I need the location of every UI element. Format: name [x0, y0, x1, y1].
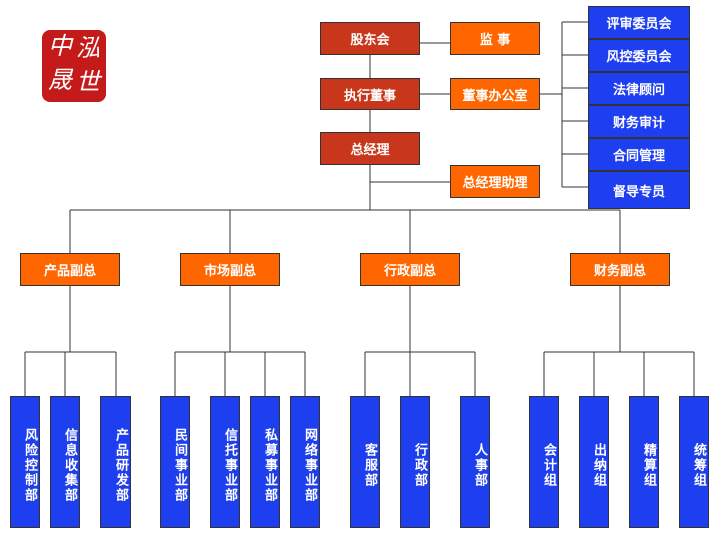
dept-info-collection: 信息收集部 — [50, 396, 80, 528]
dept-product-rnd: 产品研发部 — [100, 396, 131, 528]
node-legal-counsel: 法律顾问 — [588, 72, 690, 105]
dept-private-lending: 民间事业部 — [160, 396, 190, 528]
dept-network: 网络事业部 — [290, 396, 320, 528]
seal-char-2: 泓 — [76, 34, 100, 62]
dept-coordination: 统筹组 — [679, 396, 709, 528]
dept-actuarial: 精算组 — [629, 396, 659, 528]
dept-private-equity: 私募事业部 — [250, 396, 280, 528]
dept-accounting: 会计组 — [529, 396, 559, 528]
node-financial-audit: 财务审计 — [588, 105, 690, 138]
node-general-manager: 总经理 — [320, 132, 420, 165]
node-supervisor: 监 事 — [450, 22, 540, 55]
node-contract-management: 合同管理 — [588, 138, 690, 171]
dept-risk-control: 风险控制部 — [10, 396, 40, 528]
seal-char-3: 晟 — [48, 66, 72, 94]
node-supervision-commissioner: 督导专员 — [588, 171, 690, 209]
node-review-committee: 评审委员会 — [588, 6, 690, 39]
node-gm-assistant: 总经理助理 — [450, 165, 540, 198]
dept-customer-service: 客服部 — [350, 396, 380, 528]
node-executive-director: 执行董事 — [320, 78, 420, 110]
dept-human-resources: 人事部 — [460, 396, 490, 528]
seal-char-1: 中 — [48, 32, 72, 60]
node-shareholders: 股东会 — [320, 22, 420, 55]
dept-administration: 行政部 — [400, 396, 430, 528]
node-market-vp: 市场副总 — [180, 253, 280, 286]
dept-trust: 信托事业部 — [210, 396, 240, 528]
node-admin-vp: 行政副总 — [360, 253, 460, 286]
dept-cashier: 出纳组 — [579, 396, 609, 528]
node-risk-committee: 风控委员会 — [588, 39, 690, 72]
node-finance-vp: 财务副总 — [570, 253, 670, 286]
node-product-vp: 产品副总 — [20, 253, 120, 286]
company-seal-logo: 中 泓 晟 世 — [42, 30, 106, 102]
node-board-office: 董事办公室 — [450, 78, 540, 110]
seal-char-4: 世 — [76, 68, 100, 96]
